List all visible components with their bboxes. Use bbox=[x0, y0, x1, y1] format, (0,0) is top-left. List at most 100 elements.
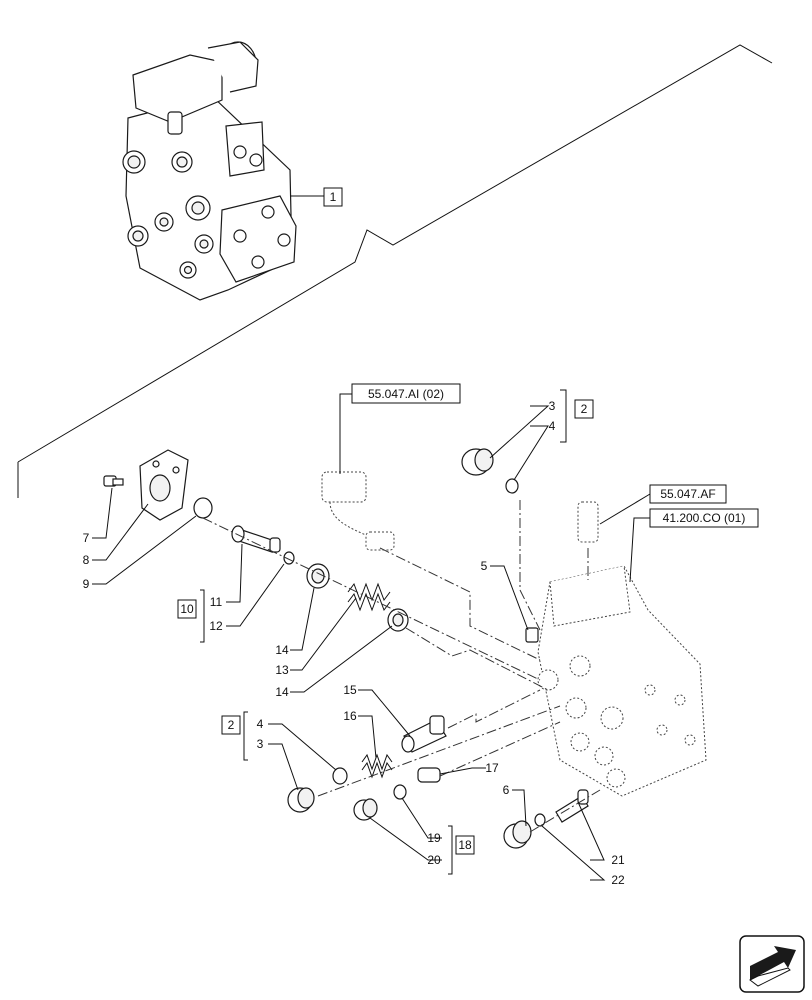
leader-15 bbox=[358, 689, 411, 737]
item-7: 7 bbox=[83, 531, 90, 545]
bolt-item-7 bbox=[103, 475, 124, 487]
ref-box-55047af bbox=[649, 484, 727, 504]
plug-item-3-top bbox=[461, 448, 494, 476]
assembly-line bbox=[202, 517, 541, 681]
sleeve-item-5 bbox=[525, 627, 539, 643]
callout-2-top: 2 bbox=[581, 402, 588, 416]
bracket-10 bbox=[200, 589, 205, 643]
item-12: 12 bbox=[209, 619, 223, 633]
item-8: 8 bbox=[83, 553, 90, 567]
item-20: 20 bbox=[427, 853, 441, 867]
callout-box-2-low bbox=[221, 715, 241, 735]
item-19: 19 bbox=[427, 831, 441, 845]
leader-4-low bbox=[268, 723, 337, 771]
callout-18: 18 bbox=[458, 838, 472, 852]
spring-item-13 bbox=[347, 582, 391, 612]
leader-22 bbox=[541, 825, 606, 881]
callout-2-low: 2 bbox=[228, 718, 235, 732]
spring-item-22 bbox=[534, 813, 546, 827]
valve-block-ghost bbox=[537, 565, 707, 797]
callout-box-10 bbox=[177, 599, 197, 619]
plug-item-6 bbox=[503, 820, 532, 849]
plug-item-3-low bbox=[287, 787, 315, 813]
leader-7 bbox=[92, 487, 113, 539]
item-11: 11 bbox=[210, 595, 223, 609]
item-3-low: 3 bbox=[257, 737, 264, 751]
ref-box-41200co bbox=[649, 508, 759, 528]
assembly-line bbox=[439, 721, 561, 777]
callout-box-2-top bbox=[574, 399, 594, 419]
item-16: 16 bbox=[343, 709, 357, 723]
callout-10: 10 bbox=[180, 602, 194, 616]
item-4-low: 4 bbox=[257, 717, 264, 731]
leader-16 bbox=[358, 715, 377, 759]
cartridge-item-21 bbox=[555, 789, 589, 823]
item-17: 17 bbox=[485, 761, 499, 775]
ref-box-55047ai bbox=[351, 383, 461, 404]
leader-ref-a bbox=[339, 393, 352, 474]
leader-4-top bbox=[513, 425, 549, 481]
bracket-18 bbox=[448, 825, 453, 875]
bracket-2-top bbox=[560, 389, 567, 443]
assembly-line bbox=[405, 627, 549, 691]
item-15: 15 bbox=[343, 683, 357, 697]
sensor-ghost-55047af bbox=[577, 501, 599, 543]
leader-17 bbox=[439, 767, 486, 775]
leader-13 bbox=[290, 597, 357, 671]
pin-item-17 bbox=[417, 767, 441, 783]
spring-item-16 bbox=[361, 753, 393, 779]
callout-box-1 bbox=[323, 187, 343, 207]
callout-1: 1 bbox=[330, 190, 337, 204]
item-22: 22 bbox=[611, 873, 625, 887]
item-4-top: 4 bbox=[549, 419, 556, 433]
item-5: 5 bbox=[481, 559, 488, 573]
o-ring-item-4-top bbox=[505, 478, 519, 494]
seat-item-14-a bbox=[306, 563, 330, 589]
leader-14a bbox=[290, 587, 315, 651]
leader-19 bbox=[401, 797, 442, 839]
seat-item-14-b bbox=[387, 608, 409, 632]
item-6: 6 bbox=[503, 783, 510, 797]
assembly-line bbox=[529, 789, 601, 833]
item-9: 9 bbox=[83, 577, 90, 591]
item-14-b: 14 bbox=[275, 685, 289, 699]
assembly-line bbox=[447, 689, 541, 729]
o-ring-item-4-low bbox=[332, 767, 348, 785]
bracket-2-low bbox=[243, 711, 248, 761]
leader-3-low bbox=[268, 743, 299, 791]
leader-20 bbox=[369, 817, 442, 861]
callout-box-18 bbox=[455, 835, 475, 855]
leader-9 bbox=[92, 515, 197, 585]
sensor-ghost-55047ai bbox=[321, 471, 395, 551]
ref-55047ai: 55.047.AI (02) bbox=[368, 387, 444, 401]
flange-item-8 bbox=[139, 449, 189, 521]
leader-11 bbox=[226, 543, 243, 603]
item-14-a: 14 bbox=[275, 643, 289, 657]
leader-14b bbox=[290, 625, 393, 693]
leader-6 bbox=[512, 789, 527, 827]
o-ring-item-19 bbox=[393, 784, 407, 800]
leader-12 bbox=[226, 563, 285, 627]
item-21: 21 bbox=[611, 853, 625, 867]
plug-item-20 bbox=[353, 798, 378, 821]
leader-ref-c bbox=[629, 517, 650, 583]
assembly-line bbox=[379, 547, 541, 661]
valve-item-15 bbox=[401, 715, 447, 753]
leader-ref-b bbox=[599, 493, 651, 525]
next-page-arrow-icon[interactable] bbox=[739, 935, 805, 993]
leader-5 bbox=[490, 565, 529, 631]
leader-21 bbox=[577, 801, 605, 861]
item-13: 13 bbox=[275, 663, 289, 677]
assembly-line bbox=[317, 705, 561, 797]
leader-8 bbox=[92, 503, 149, 561]
ref-55047af: 55.047.AF bbox=[660, 487, 715, 501]
leader-3-top bbox=[489, 405, 550, 459]
spool-item-11 bbox=[231, 525, 281, 553]
valve-assembly-top bbox=[122, 41, 297, 301]
assembly-line bbox=[519, 500, 541, 631]
ref-41200co: 41.200.CO (01) bbox=[663, 511, 746, 525]
o-ring-item-9 bbox=[193, 497, 213, 519]
item-3-top: 3 bbox=[549, 399, 556, 413]
section-break-line bbox=[17, 44, 773, 463]
